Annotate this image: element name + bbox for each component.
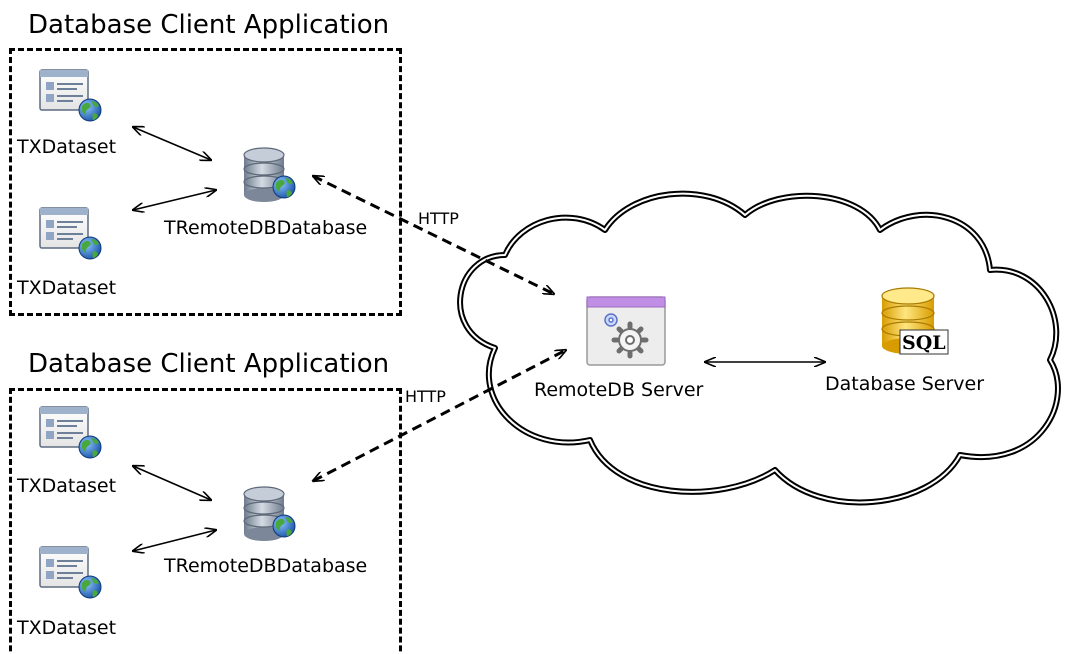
database-server-label: Database Server [825,373,985,395]
sql-database-icon [881,287,949,355]
dataset-window-icon [39,69,102,122]
server-gear-icon [586,296,666,366]
http-label: HTTP [418,209,459,228]
http-link-arrow [313,176,554,294]
dataset-link-arrow [133,530,216,551]
dataset-link-arrow [133,127,211,160]
dataset-window-icon [39,207,102,260]
sql-badge-label: SQL [902,332,946,354]
remoteDB-server-label: RemoteDB Server [534,379,704,401]
dataset-window-icon [39,406,102,459]
remote-database-label: TRemoteDBDatabase [164,555,368,577]
dataset-label: TXDataset [17,277,117,299]
http-label: HTTP [405,387,446,406]
dataset-window-icon [39,546,102,599]
dataset-label: TXDataset [17,136,117,158]
remote-database-icon [243,486,296,541]
dataset-link-arrow [133,190,216,210]
group-2-boundary [9,388,402,654]
remote-database-icon [243,147,296,202]
dataset-label: TXDataset [17,617,117,639]
dataset-link-arrow [133,466,211,500]
dataset-label: TXDataset [17,475,117,497]
group-1-title: Database Client Application [28,10,390,40]
